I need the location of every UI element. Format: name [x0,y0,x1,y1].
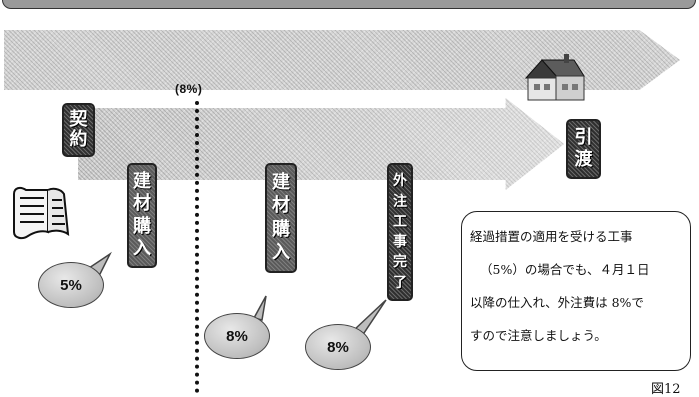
note-line-4: すので注意しましょう。 [470,328,607,343]
main-timeline-arrow [78,98,564,190]
rate-bubble-8a-label: 8% [226,327,248,345]
contract-char-1: 契 [69,108,88,130]
rate-change-dotted-line [195,101,199,393]
material2-char-3: 購 [272,218,290,240]
subcontract-char-4: 事 [393,234,407,251]
subcontract-char-6: 了 [393,274,407,291]
rate-bubble-8-percent-subcontract: 8% [305,324,371,370]
subcontract-char-5: 完 [393,254,407,271]
note-line-3: 以降の仕入れ、外注費は 8%で [470,295,644,310]
house-icon [524,54,586,108]
note-line-2: （5%）の場合でも、４月１日 [480,262,650,277]
handover-box: 引 渡 [566,119,601,179]
material2-char-2: 材 [272,195,290,217]
note-line-1: 経過措置の適用を受ける工事 [470,229,633,244]
subcontract-char-2: 注 [393,193,407,210]
material-purchase-box-after: 建 材 購 入 [265,163,297,273]
material1-char-4: 入 [133,238,151,260]
material2-char-1: 建 [272,171,290,193]
handover-char-2: 渡 [574,149,593,171]
rate-bubble-5-label: 5% [60,276,82,294]
subcontract-char-1: 外 [393,173,407,190]
material1-char-3: 購 [133,215,151,237]
figure-label: 図12 [651,382,681,397]
material1-char-1: 建 [133,170,151,192]
contract-box: 契 約 [62,103,95,157]
subcontract-complete-box: 外 注 工 事 完 了 [387,163,413,301]
rate-bubble-8b-label: 8% [327,338,349,356]
subcontract-char-3: 工 [393,213,407,230]
document-icon [8,184,74,250]
rate-bubble-8-percent-material: 8% [204,313,270,359]
transitional-measure-note: 経過措置の適用を受ける工事 （5%）の場合でも、４月１日 以降の仕入れ、外注費は… [461,211,691,371]
tax-rate-change-marker: (8%) [175,82,203,96]
rate-bubble-5-percent: 5% [38,262,104,308]
material2-char-4: 入 [272,242,290,264]
handover-char-1: 引 [574,126,593,148]
material-purchase-box-before: 建 材 購 入 [127,163,157,268]
material1-char-2: 材 [133,193,151,215]
contract-char-2: 約 [69,129,88,151]
